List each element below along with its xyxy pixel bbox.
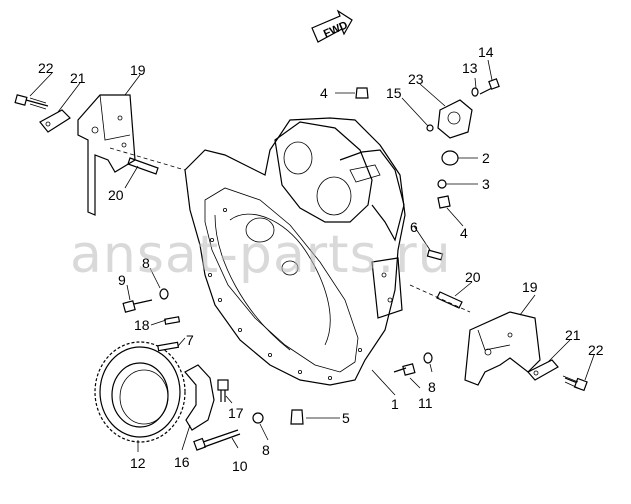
callout-8-right: 8 [428,379,436,395]
callout-9: 9 [118,272,126,288]
callout-11: 11 [418,395,433,411]
callout-22-left: 22 [38,60,54,76]
bolt-9 [122,299,153,313]
bolt-14 [479,78,500,95]
right-dowel-pin [409,284,471,313]
callout-4-top: 4 [320,85,328,101]
o-ring-2 [441,150,459,166]
bolt-10 [193,429,241,451]
left-bolt [14,94,49,110]
bolt-11 [393,363,416,376]
cover-plate [184,364,215,431]
callout-6: 6 [410,219,418,235]
watermark: ansat-parts.ru [70,225,452,285]
callout-4-right: 4 [460,225,468,241]
callout-16: 16 [174,454,190,470]
callout-19-right: 19 [522,279,538,295]
callout-20-right: 20 [465,269,481,285]
plug-5 [290,409,304,425]
callout-8-left: 8 [142,255,150,271]
callout-2: 2 [482,150,490,166]
washer-8-right [423,352,433,364]
plug-4-right [437,195,451,209]
ring-gear [94,341,186,443]
callout-21-left: 21 [70,70,86,86]
plug-4-top [355,87,369,99]
flywheel-housing [184,117,406,386]
callout-13: 13 [462,60,478,76]
bolt-17 [217,379,229,402]
callout-labels: 1 2 3 4 4 5 6 7 8 8 8 9 10 11 12 13 14 1… [38,44,604,474]
callout-21-right: 21 [565,327,581,343]
washer-8-left [159,288,169,300]
callout-10: 10 [232,458,248,474]
callout-8-bottom: 8 [262,442,270,458]
leader-lines [29,59,595,452]
pin-18 [164,316,181,325]
left-dowel-pin [109,147,186,175]
left-bracket [77,94,136,216]
washer-13 [471,87,479,97]
callout-12: 12 [130,455,146,471]
callout-15: 15 [386,85,402,101]
fwd-direction-arrow: FWD [311,9,353,43]
callout-22-right: 22 [588,342,604,358]
callout-18: 18 [134,317,150,333]
callout-23: 23 [408,71,424,87]
o-ring-3 [437,179,447,189]
callout-17: 17 [228,405,244,421]
right-bracket [464,311,541,386]
callout-1: 1 [391,396,399,412]
plug-6 [426,249,444,261]
callout-19-left: 19 [130,62,146,78]
o-ring-15 [426,124,434,132]
callout-3: 3 [482,176,490,192]
callout-20-left: 20 [108,187,124,203]
right-bolt [562,375,588,392]
callout-14: 14 [478,44,494,60]
left-plate [39,109,71,133]
right-plate [527,359,559,381]
callout-5: 5 [342,410,350,426]
pin-7 [157,341,180,352]
washer-8-bottom [252,412,264,424]
cover-23 [437,99,473,139]
callout-7: 7 [186,332,194,348]
